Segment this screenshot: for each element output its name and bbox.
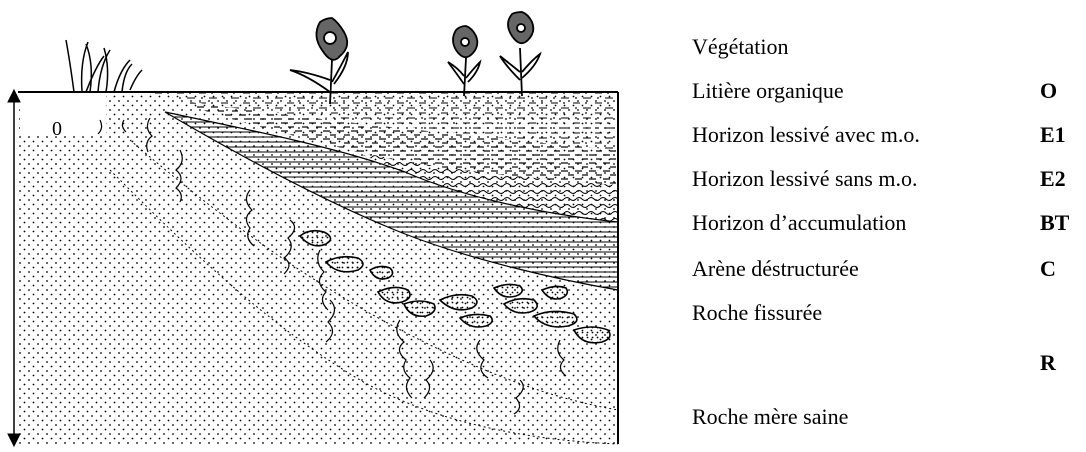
- legend-label: Roche mère saine: [692, 404, 848, 430]
- legend-label: Roche fissurée: [692, 300, 822, 326]
- legend-code: R: [1040, 350, 1056, 376]
- legend-label: Horizon lessivé sans m.o.: [692, 166, 917, 192]
- legend-code: E1: [1040, 122, 1066, 148]
- depth-zero-label: 0: [52, 118, 62, 141]
- soil-profile-diagram: [0, 0, 640, 452]
- surface-white-patch: [20, 94, 106, 134]
- legend-code: O: [1040, 78, 1057, 104]
- legend-label: Litière organique: [692, 78, 844, 104]
- flower-icon: [448, 26, 480, 96]
- grass-icon: [66, 40, 142, 92]
- legend-label: Végétation: [692, 34, 789, 60]
- legend-label: Arène déstructurée: [692, 256, 859, 282]
- legend-label: Horizon lessivé avec m.o.: [692, 122, 920, 148]
- legend-code: BT: [1040, 210, 1069, 236]
- flower-icon: [500, 12, 540, 96]
- legend-label: Horizon d’accumulation: [692, 210, 906, 236]
- legend-code: C: [1040, 256, 1056, 282]
- legend-code: E2: [1040, 166, 1066, 192]
